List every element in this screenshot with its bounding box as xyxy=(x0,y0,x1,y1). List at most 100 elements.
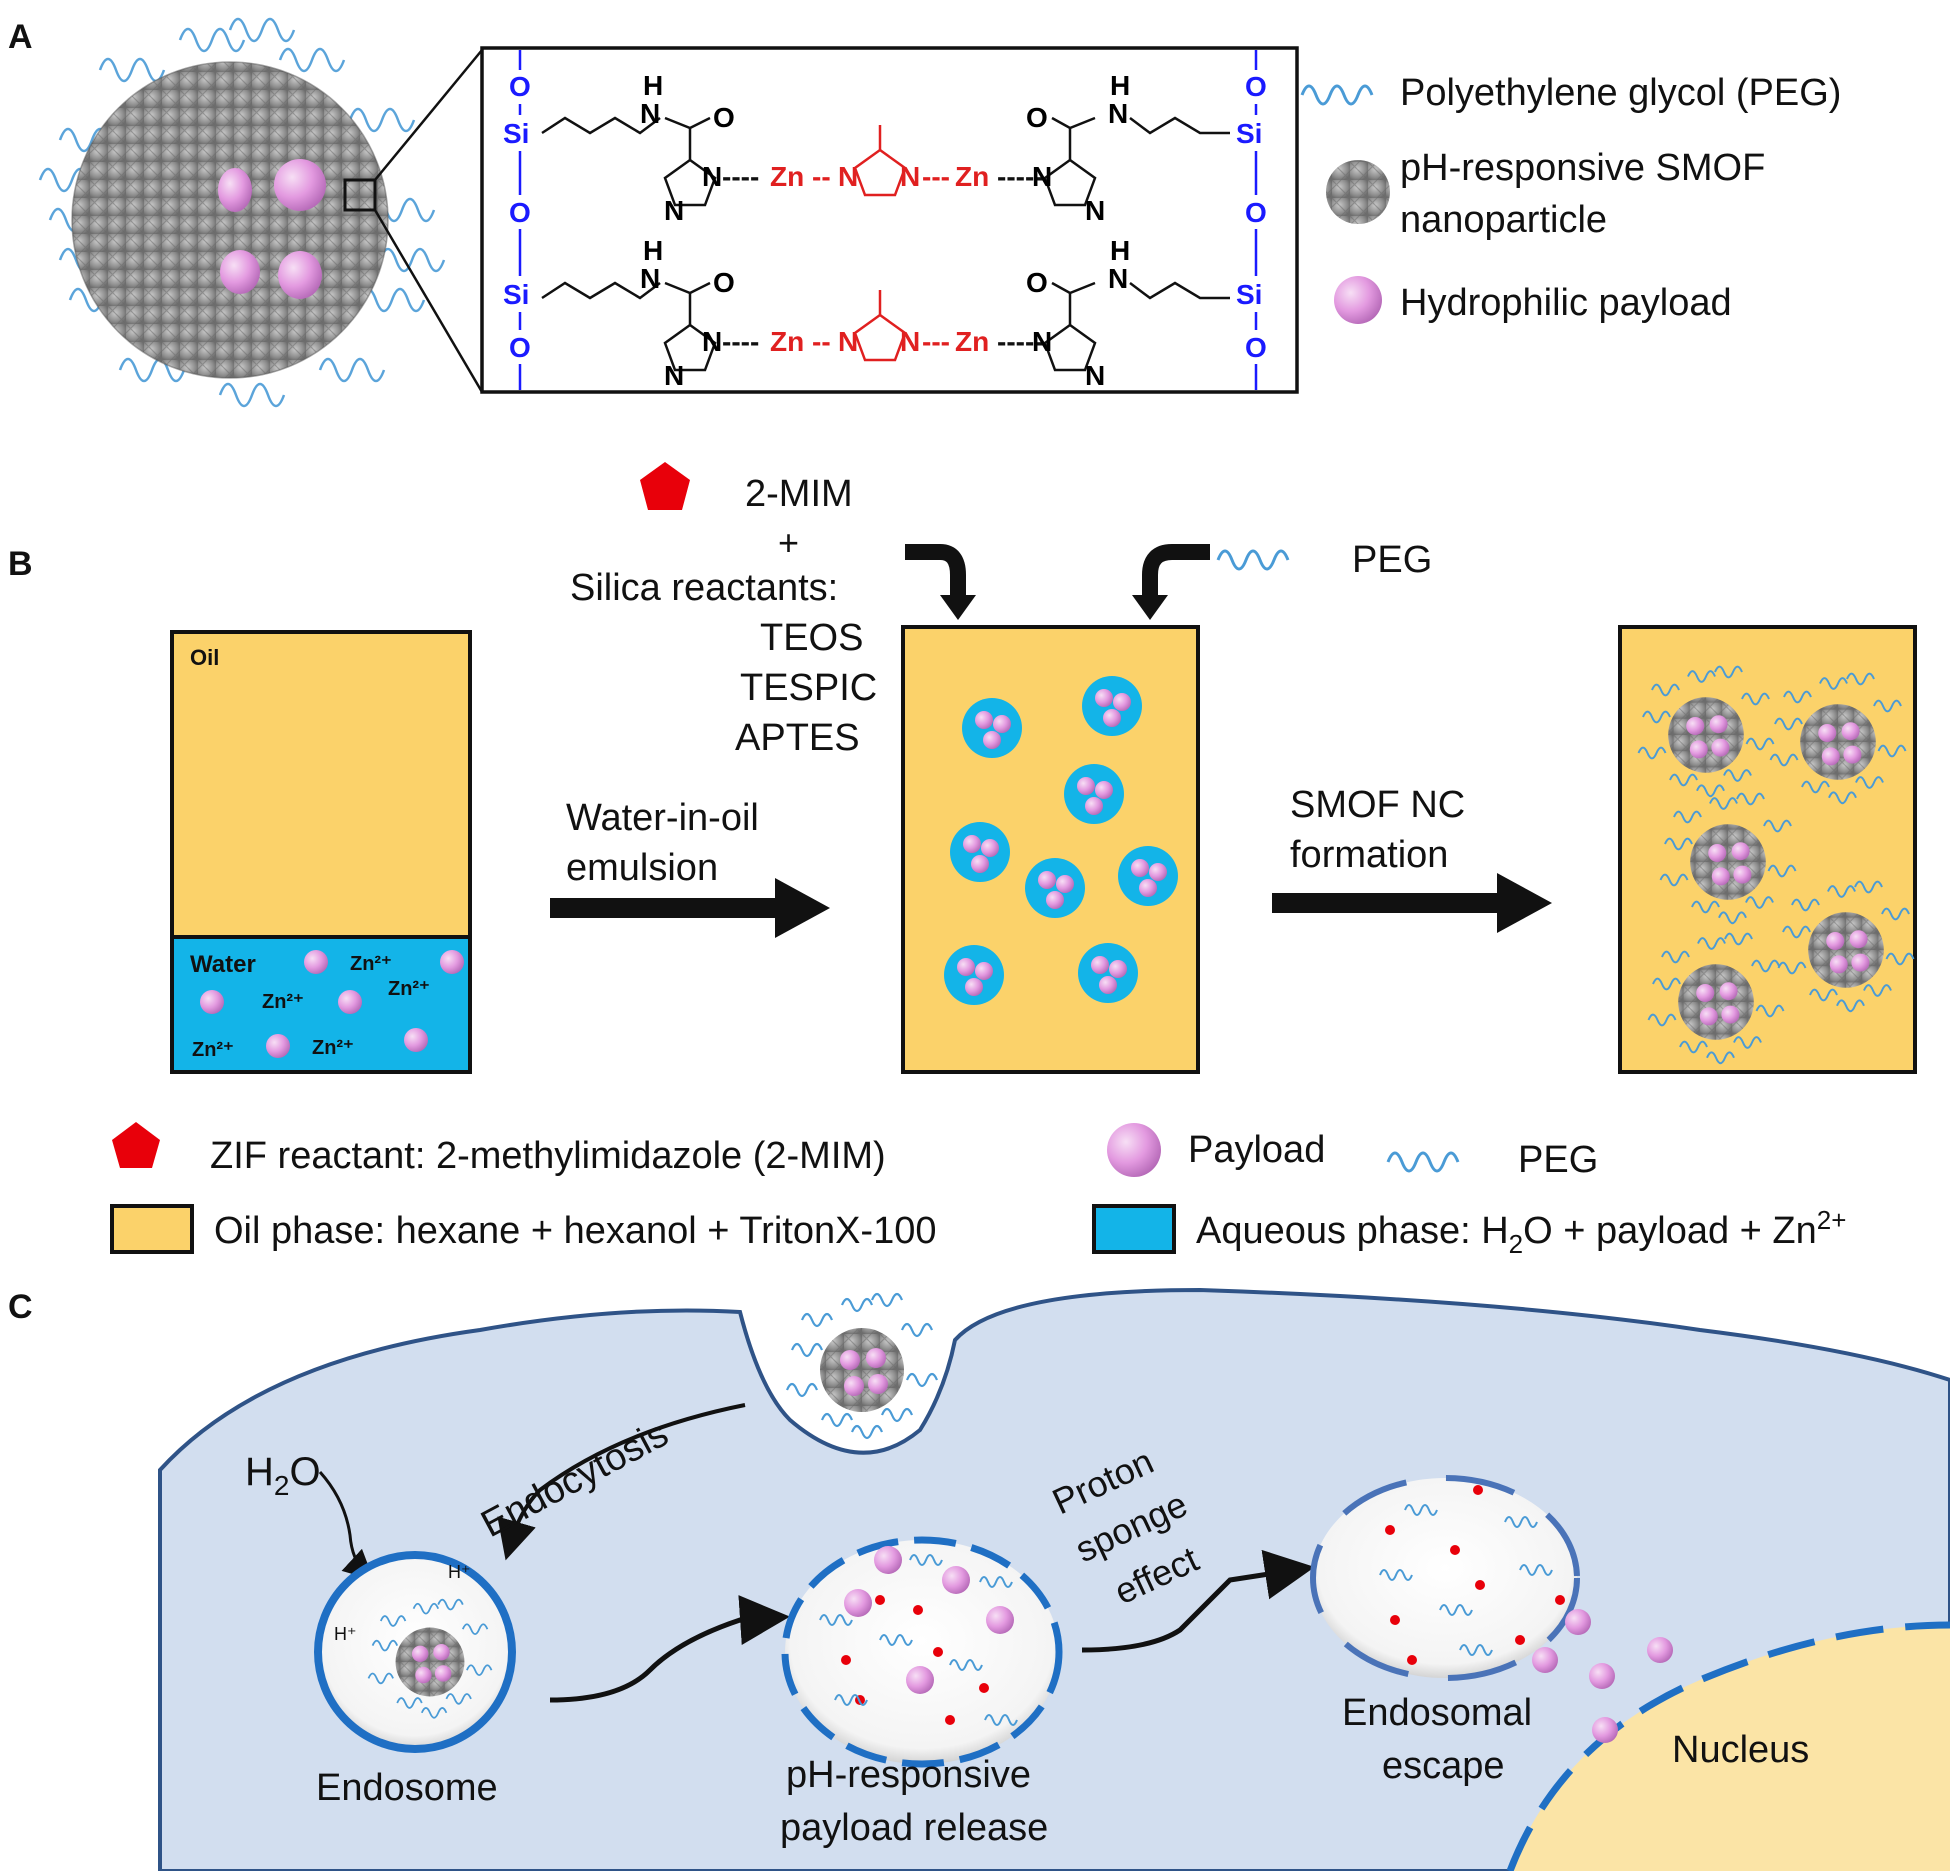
nitrogen-label: N xyxy=(664,195,684,226)
zoom-line-top xyxy=(374,49,483,181)
escape-label-2: escape xyxy=(1382,1745,1505,1787)
hydrogen-label: H xyxy=(1110,235,1130,266)
oxygen-label: O xyxy=(713,267,735,298)
nucleus-label: Nucleus xyxy=(1672,1729,1809,1771)
water-label: Water xyxy=(190,951,256,978)
step1-label-2: emulsion xyxy=(566,847,718,889)
hydrogen-label: H xyxy=(643,70,663,101)
nitrogen-label: N xyxy=(640,263,660,294)
peg-arrow xyxy=(1142,544,1210,600)
mim-label: 2-MIM xyxy=(745,473,853,515)
svg-text:----: ---- xyxy=(722,326,759,357)
oxygen-label: O xyxy=(1245,71,1267,102)
silicon-label: Si xyxy=(1236,118,1262,149)
legend-smof-label-2: nanoparticle xyxy=(1400,199,1607,241)
chemical-structure: O Si O Si O O Si O Si O H N O N N ---- xyxy=(480,46,1299,394)
peg-icon xyxy=(1386,1151,1460,1173)
nitrogen-label: N xyxy=(1032,326,1052,357)
aptes-label: APTES xyxy=(735,717,860,759)
zinc-ion-label: Zn²⁺ xyxy=(262,991,304,1013)
payload-icon xyxy=(1107,1123,1161,1177)
silicon-label: Si xyxy=(503,279,529,310)
zinc-ion-label: Zn²⁺ xyxy=(388,978,430,1000)
zoom-line-bottom xyxy=(373,209,484,393)
step2-label: SMOF NC xyxy=(1290,784,1465,826)
zinc-label: Zn xyxy=(770,326,804,357)
legend-smof-label: pH-responsive SMOF xyxy=(1400,147,1765,189)
nitrogen-label: N xyxy=(702,326,722,357)
nitrogen-label: N xyxy=(838,326,858,357)
water-influx-arrow xyxy=(318,1471,374,1581)
release-vesicle: pH-responsive payload release xyxy=(780,1536,1063,1849)
legend-peg-label: PEG xyxy=(1518,1139,1598,1181)
release-label-2: payload release xyxy=(780,1807,1048,1849)
cell xyxy=(158,1287,1950,1871)
zinc-label: Zn xyxy=(955,326,989,357)
endosome-label: Endosome xyxy=(316,1767,498,1809)
nitrogen-label: N xyxy=(640,98,660,129)
nitrogen-label: N xyxy=(1108,263,1128,294)
zinc-ion-label: Zn²⁺ xyxy=(350,953,392,975)
zoom-square xyxy=(343,178,377,212)
linker-row-bottom: H N O N N ---- Zn -- N N --- Zn ----- N … xyxy=(541,235,1230,391)
panel-label-a: A xyxy=(8,18,33,56)
smof-icon xyxy=(1326,160,1390,224)
step1-label: Water-in-oil xyxy=(566,797,759,839)
oxygen-label: O xyxy=(509,71,531,102)
oxygen-label: O xyxy=(713,102,735,133)
nitrogen-label: N xyxy=(664,360,684,391)
oil-water-box: Oil Water Zn²⁺ Zn²⁺ Zn²⁺ Zn²⁺ Zn²⁺ xyxy=(170,630,472,1074)
oxygen-label: O xyxy=(1245,197,1267,228)
zinc-ion-label: Zn²⁺ xyxy=(192,1039,234,1061)
oxygen-label: O xyxy=(1245,332,1267,363)
legend-peg-label: Polyethylene glycol (PEG) xyxy=(1400,72,1841,114)
nitrogen-label: N xyxy=(900,326,920,357)
hydrogen-label: H xyxy=(1110,70,1130,101)
nitrogen-label: N xyxy=(1108,98,1128,129)
step2-label-2: formation xyxy=(1290,834,1448,876)
legend-zif-label: ZIF reactant: 2-methylimidazole (2-MIM) xyxy=(210,1135,886,1177)
reactant-arrow xyxy=(905,544,966,600)
oxygen-label: O xyxy=(509,332,531,363)
entering-nanoparticle xyxy=(785,1292,939,1440)
oxygen-label: O xyxy=(1026,102,1048,133)
mim-pentagon-icon xyxy=(112,1122,160,1168)
peg-label: PEG xyxy=(1352,539,1432,581)
silicon-label: Si xyxy=(503,118,529,149)
oil-label: Oil xyxy=(190,645,219,670)
svg-text:--: -- xyxy=(812,326,831,357)
tespic-label: TESPIC xyxy=(740,667,877,709)
nitrogen-label: N xyxy=(1085,360,1105,391)
smof-nanoparticle-large xyxy=(38,17,446,408)
aqueous-swatch xyxy=(1092,1204,1176,1254)
svg-text:---: --- xyxy=(922,161,950,192)
zinc-label: Zn xyxy=(770,161,804,192)
legend-payload-label: Hydrophilic payload xyxy=(1400,282,1732,324)
nitrogen-label: N xyxy=(702,161,722,192)
escape-vesicle: Endosomal escape xyxy=(1310,1475,1673,1787)
teos-label: TEOS xyxy=(760,617,863,659)
svg-text:--: -- xyxy=(812,161,831,192)
endocytosis-arrow xyxy=(497,1403,746,1561)
svg-text:-----: ----- xyxy=(997,161,1044,192)
endosome: H⁺ H⁺ Endosome xyxy=(314,1551,516,1809)
legend-b: ZIF reactant: 2-methylimidazole (2-MIM) … xyxy=(110,1122,1846,1259)
proton-label: H⁺ xyxy=(334,1624,357,1644)
legend-aqueous-label: Aqueous phase: H2O + payload + Zn2+ xyxy=(1196,1205,1846,1259)
plus-label: + xyxy=(778,522,799,563)
panel-label-c: C xyxy=(8,1288,33,1326)
zinc-label: Zn xyxy=(955,161,989,192)
emulsion-box xyxy=(901,625,1200,1074)
legend-oil-label: Oil phase: hexane + hexanol + TritonX-10… xyxy=(214,1210,936,1252)
silica-reactants-label: Silica reactants: xyxy=(570,567,838,609)
legend-payload-label: Payload xyxy=(1188,1129,1325,1171)
smof-nc-box xyxy=(1618,625,1917,1074)
formation-arrow xyxy=(1272,873,1552,933)
release-label: pH-responsive xyxy=(786,1754,1031,1796)
mim-pentagon-icon xyxy=(640,462,690,510)
peg-icon xyxy=(1300,84,1374,106)
zinc-ion-label: Zn²⁺ xyxy=(312,1037,354,1059)
nitrogen-label: N xyxy=(1032,161,1052,192)
proton-label: H⁺ xyxy=(448,1562,471,1582)
